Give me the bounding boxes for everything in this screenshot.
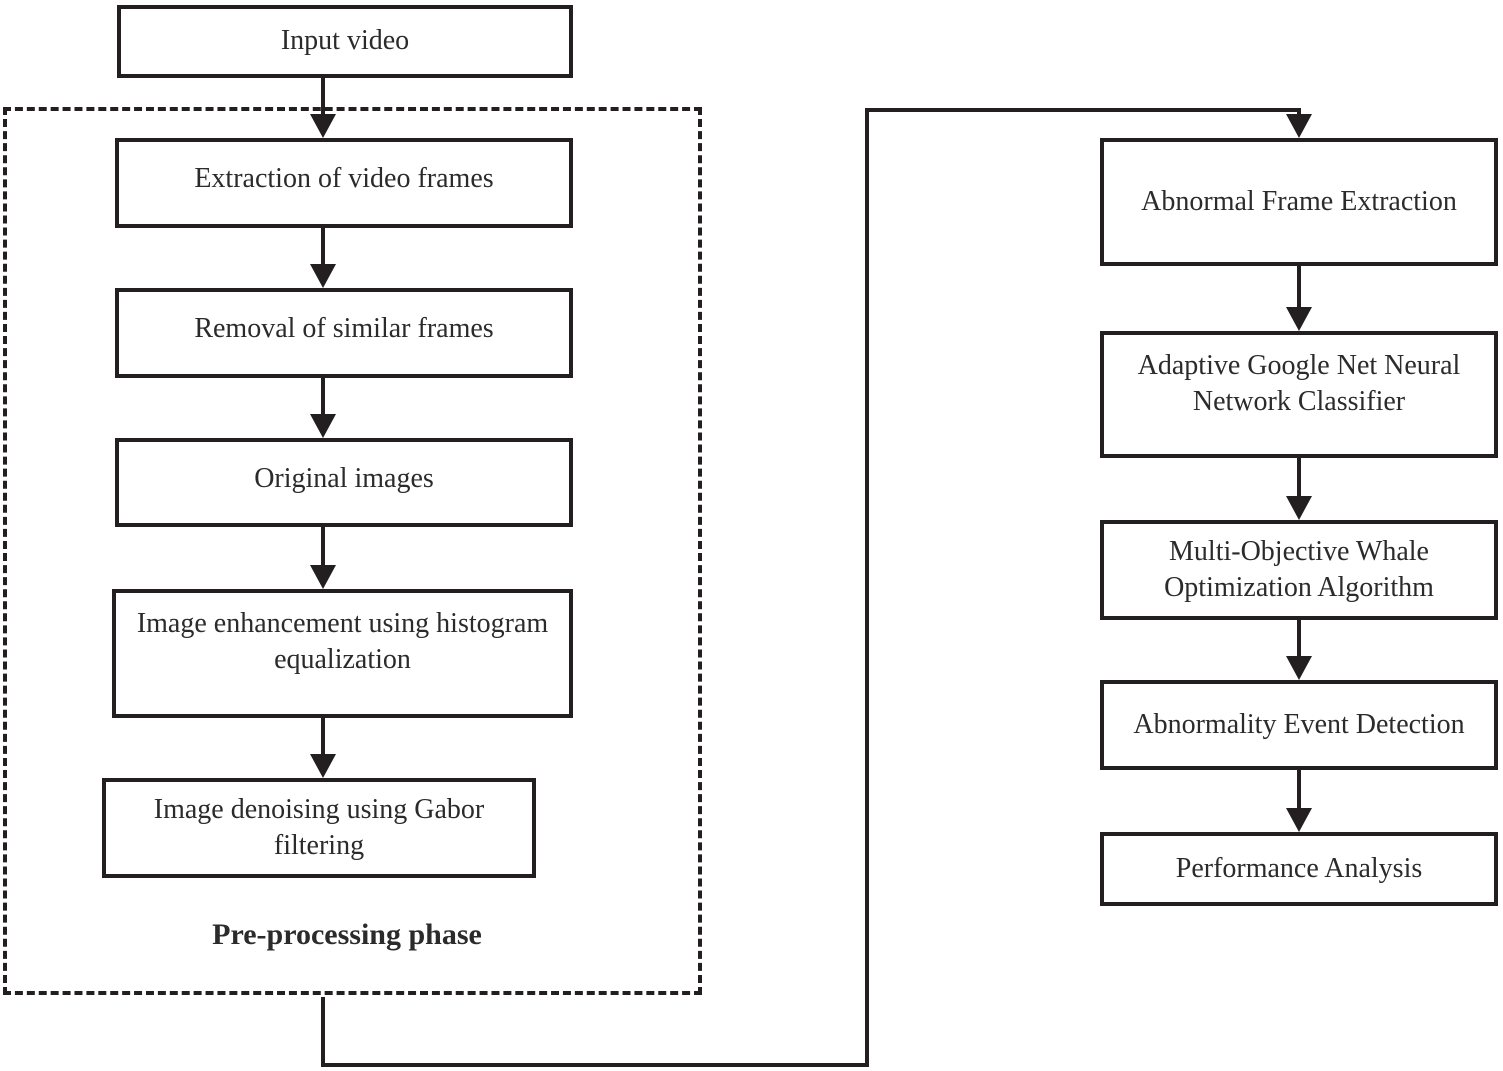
googlenet-classifier-box: Adaptive Google Net Neural Network Class… (1100, 331, 1498, 458)
image-enhancement-box: Image enhancement using histogram equali… (112, 589, 573, 718)
arrow-line (321, 378, 325, 416)
arrow-line (321, 77, 325, 116)
arrow-line (1297, 770, 1301, 810)
arrowhead-down-icon (310, 414, 336, 438)
arrow-line (321, 228, 325, 266)
performance-analysis-box: Performance Analysis (1100, 832, 1498, 906)
performance-analysis-label: Performance Analysis (1175, 852, 1423, 884)
connector-segment-top (865, 108, 1301, 112)
arrowhead-down-icon (1286, 656, 1312, 680)
removal-label: Removal of similar frames (194, 313, 494, 344)
input-video-box: Input video (117, 5, 573, 78)
original-images-box: Original images (115, 438, 573, 527)
abnormality-event-detection-label: Abnormality Event Detection (1133, 708, 1465, 740)
arrow-line (1297, 458, 1301, 498)
preprocessing-phase-label: Pre-processing phase (212, 918, 482, 951)
arrowhead-down-icon (310, 114, 336, 138)
arrowhead-down-icon (1286, 114, 1312, 138)
image-denoising-box: Image denoising using Gabor filtering (102, 778, 536, 878)
arrowhead-down-icon (310, 565, 336, 589)
arrowhead-down-icon (1286, 307, 1312, 331)
whale-optimization-label: Multi-Objective Whale Optimization Algor… (1164, 535, 1434, 603)
arrowhead-down-icon (1286, 808, 1312, 832)
whale-optimization-box: Multi-Objective Whale Optimization Algor… (1100, 520, 1498, 620)
abnormal-frame-extraction-label: Abnormal Frame Extraction (1141, 185, 1457, 217)
image-denoising-label: Image denoising using Gabor filtering (153, 793, 485, 861)
connector-segment-up (865, 108, 869, 1067)
arrow-line (321, 527, 325, 567)
abnormal-frame-extraction-box: Abnormal Frame Extraction (1100, 138, 1498, 266)
arrowhead-down-icon (1286, 496, 1312, 520)
googlenet-classifier-label: Adaptive Google Net Neural Network Class… (1137, 350, 1461, 418)
abnormality-event-detection-box: Abnormality Event Detection (1100, 680, 1498, 770)
arrow-line (1297, 266, 1301, 309)
preprocessing-dashed-container (3, 107, 702, 995)
arrow-line (321, 718, 325, 756)
connector-segment-down (321, 997, 325, 1067)
image-enhancement-label: Image enhancement using histogram equali… (136, 608, 549, 676)
connector-segment-bottom (321, 1063, 869, 1067)
extraction-of-video-frames-box: Extraction of video frames (115, 138, 573, 228)
original-images-label: Original images (254, 463, 434, 494)
removal-of-similar-frames-box: Removal of similar frames (115, 288, 573, 378)
arrowhead-down-icon (310, 264, 336, 288)
arrow-line (1297, 108, 1301, 118)
arrow-line (1297, 620, 1301, 658)
extraction-label: Extraction of video frames (194, 163, 494, 194)
arrowhead-down-icon (310, 754, 336, 778)
input-video-label: Input video (280, 25, 410, 57)
